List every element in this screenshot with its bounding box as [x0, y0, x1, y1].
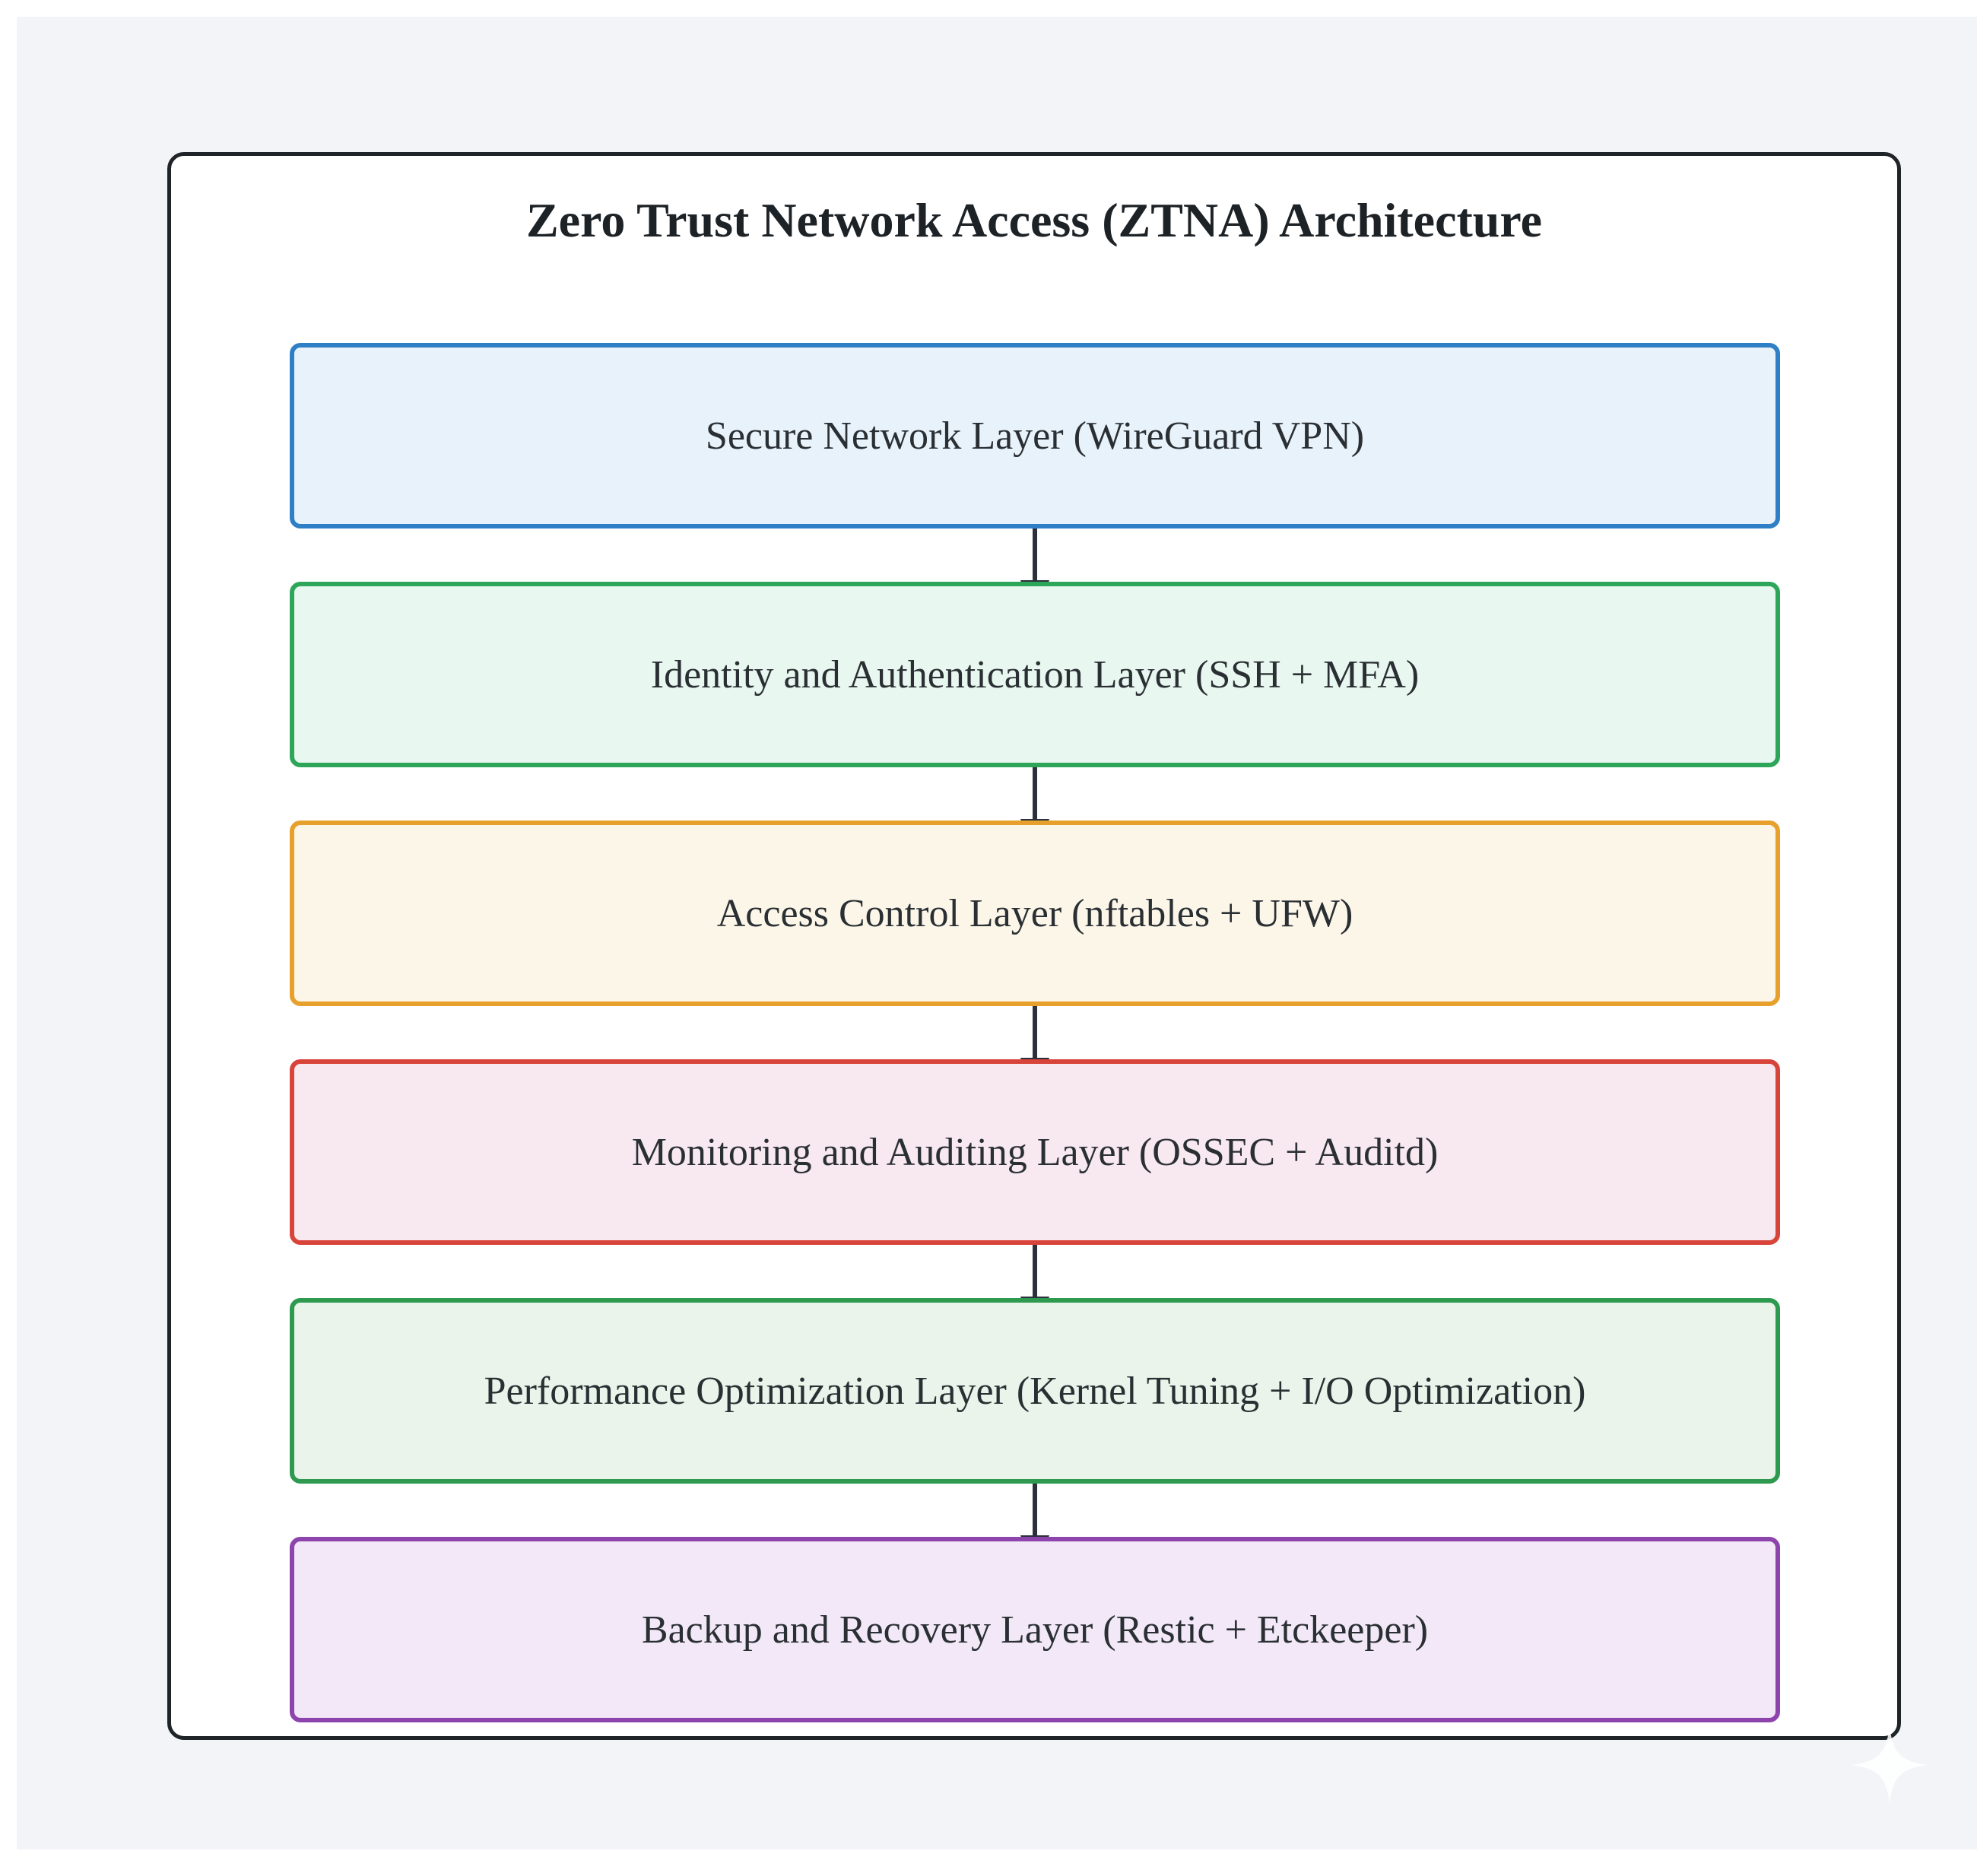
diagram-title: Zero Trust Network Access (ZTNA) Archite… — [525, 193, 1543, 247]
layer-backup-recovery: Backup and Recovery Layer (Restic + Etck… — [290, 1537, 1780, 1722]
layer-access-control: Access Control Layer (nftables + UFW) — [290, 821, 1780, 1006]
connector-line-3 — [1033, 1006, 1037, 1074]
connector-line-4 — [1033, 1245, 1037, 1313]
layer-secure-network: Secure Network Layer (WireGuard VPN) — [290, 343, 1780, 529]
diagram-canvas: Zero Trust Network Access (ZTNA) Archite… — [17, 17, 1977, 1849]
layer-monitoring-auditing: Monitoring and Auditing Layer (OSSEC + A… — [290, 1059, 1780, 1245]
layer-label-identity-authentication: Identity and Authentication Layer (SSH +… — [650, 652, 1420, 697]
layer-label-performance-optimization: Performance Optimization Layer (Kernel T… — [484, 1369, 1586, 1413]
connector-line-2 — [1033, 767, 1037, 836]
layer-label-access-control: Access Control Layer (nftables + UFW) — [716, 891, 1353, 935]
layer-label-secure-network: Secure Network Layer (WireGuard VPN) — [705, 414, 1365, 458]
layer-label-monitoring-auditing: Monitoring and Auditing Layer (OSSEC + A… — [631, 1130, 1439, 1174]
architecture-frame: Zero Trust Network Access (ZTNA) Archite… — [167, 152, 1901, 1740]
layer-label-backup-recovery: Backup and Recovery Layer (Restic + Etck… — [641, 1608, 1429, 1652]
connector-line-5 — [1033, 1484, 1037, 1552]
connector-line-1 — [1033, 529, 1037, 597]
layer-performance-optimization: Performance Optimization Layer (Kernel T… — [290, 1298, 1780, 1484]
layer-identity-authentication: Identity and Authentication Layer (SSH +… — [290, 582, 1780, 767]
sparkle-icon — [1851, 1726, 1928, 1804]
